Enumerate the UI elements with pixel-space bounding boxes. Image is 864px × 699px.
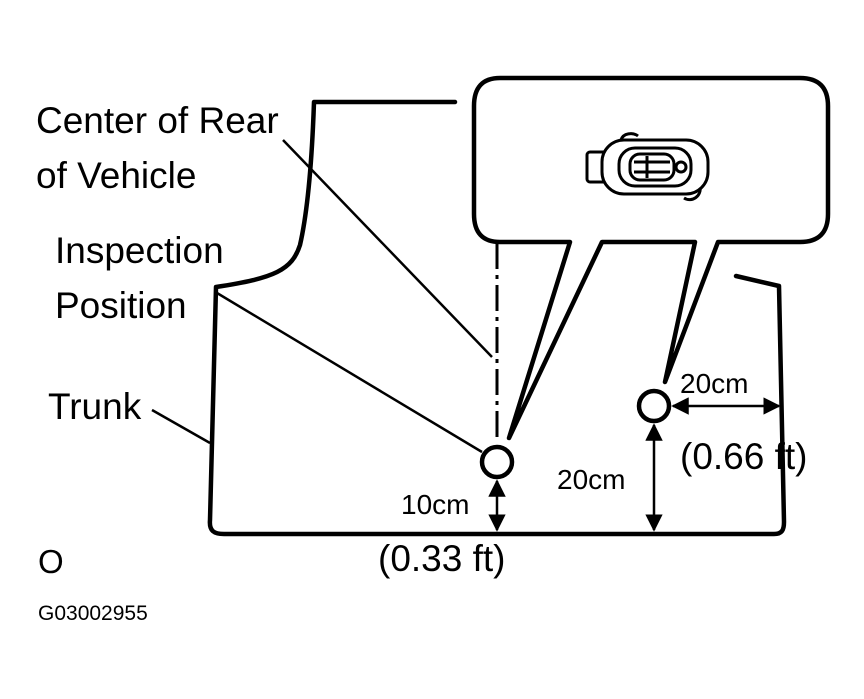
label-inspection-line2: Position (55, 285, 187, 326)
inspection-point-center (479, 444, 515, 480)
label-20cm-vertical: 20cm (557, 464, 626, 495)
label-066ft: (0.66 ft) (680, 436, 808, 477)
trunk-leader-line (151, 408, 211, 445)
center-leader-line (282, 139, 493, 358)
label-033ft: (0.33 ft) (378, 538, 506, 579)
label-trunk: Trunk (48, 386, 142, 427)
label-center-rear-line2: of Vehicle (36, 155, 197, 196)
smart-key-icon (585, 132, 710, 202)
label-20cm-horizontal: 20cm (680, 368, 749, 399)
callout-bubble (471, 75, 831, 441)
corner-mark: O (38, 543, 64, 580)
label-inspection-line1: Inspection (55, 230, 224, 271)
inspection-point-side (636, 388, 672, 424)
trunk-outline (207, 99, 787, 537)
label-center-rear-line1: Center of Rear (36, 100, 279, 141)
label-10cm: 10cm (401, 489, 470, 520)
figure-code: G03002955 (38, 602, 148, 625)
inspection-leader-line (216, 291, 483, 454)
